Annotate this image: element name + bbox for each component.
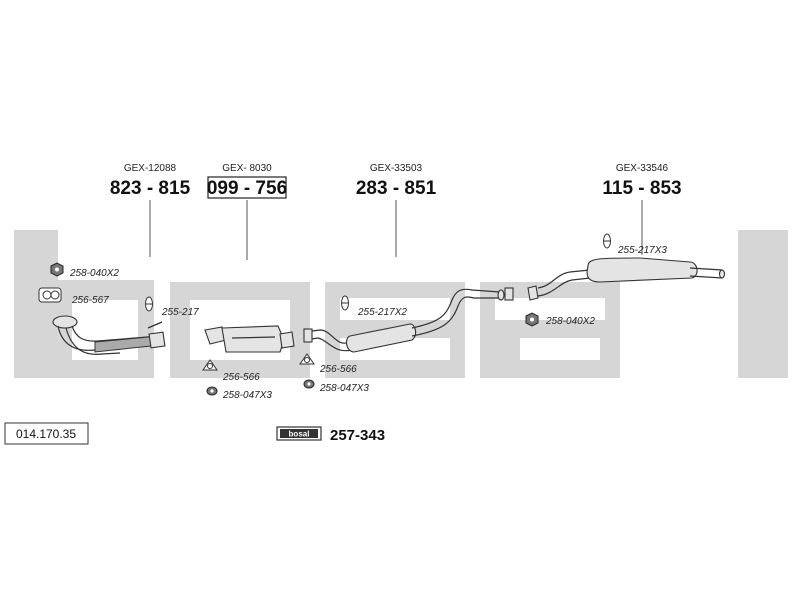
nut-part[interactable]: 258-040X2: [50, 262, 119, 279]
nut-part[interactable]: 258-047X3: [206, 386, 272, 401]
group-number-box: [207, 176, 287, 199]
part-number-label: 258-047X3: [222, 390, 272, 401]
nut-part[interactable]: 258-047X3: [303, 379, 369, 394]
group-1: GEX-12088 823 - 815: [110, 163, 191, 257]
rear-muffler-part[interactable]: [527, 257, 726, 301]
gasket-part[interactable]: 256-566: [299, 353, 357, 375]
kit-logo: bosal: [289, 430, 310, 439]
assembly-kit[interactable]: bosal 257-343: [276, 426, 385, 444]
group-number: 283 - 851: [356, 178, 437, 199]
group-number: 099 - 756: [207, 178, 287, 199]
front-pipe-part[interactable]: [52, 315, 166, 355]
diagram-code-box: 014.170.35: [4, 422, 89, 445]
group-4: GEX-33546 115 - 853: [602, 163, 682, 255]
part-number-label: 255-217: [161, 307, 199, 318]
bosal-watermark-logo: [14, 230, 788, 378]
group-ref: GEX-33503: [370, 163, 423, 174]
nut-part[interactable]: 258-040X2: [525, 312, 595, 327]
catalytic-converter-part[interactable]: [204, 325, 295, 353]
diagram-code: 014.170.35: [16, 427, 76, 441]
part-number-label: 256-566: [222, 372, 260, 383]
clamp-part[interactable]: 255-217: [145, 296, 200, 318]
part-number-label: 258-040X2: [545, 316, 595, 327]
part-number-label: 256-566: [319, 364, 357, 375]
part-number-label: 255-217X3: [617, 245, 667, 256]
part-number-label: 258-047X3: [319, 383, 369, 394]
part-number-label: 258-040X2: [69, 268, 119, 279]
group-number: 823 - 815: [110, 178, 191, 199]
gasket-part[interactable]: 256-567: [38, 287, 109, 306]
gasket-part[interactable]: 256-566: [202, 359, 260, 383]
group-3: GEX-33503 283 - 851: [356, 163, 437, 257]
group-ref: GEX-12088: [124, 163, 177, 174]
clamp-part[interactable]: 255-217X3: [603, 233, 668, 256]
part-number-label: 255-217X2: [357, 307, 407, 318]
kit-number: 257-343: [330, 427, 385, 444]
group-number: 115 - 853: [602, 178, 681, 199]
clamp-part[interactable]: 255-217X2: [341, 295, 408, 318]
part-number-label: 256-567: [71, 295, 109, 306]
group-ref: GEX- 8030: [222, 163, 272, 174]
middle-pipe-part[interactable]: [303, 287, 514, 353]
group-2: GEX- 8030 099 - 756: [207, 163, 287, 260]
group-ref: GEX-33546: [616, 163, 669, 174]
